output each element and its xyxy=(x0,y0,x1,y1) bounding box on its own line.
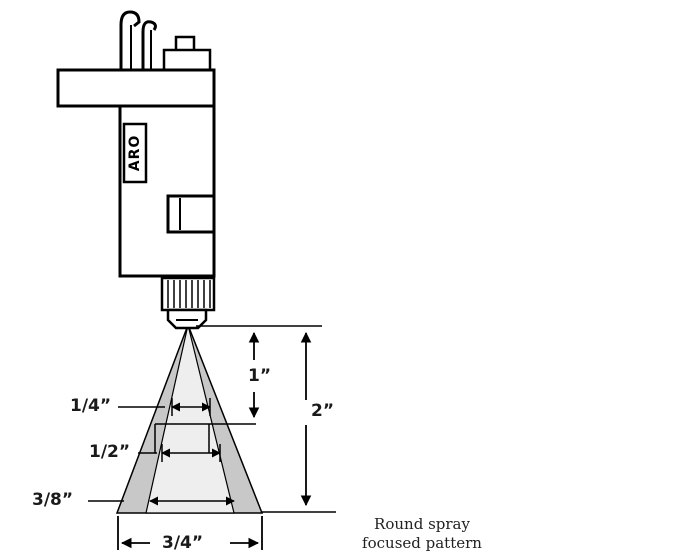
valve-body xyxy=(56,10,216,278)
label-three-quarter-inch: 3/4” xyxy=(162,533,204,553)
nozzle-knurl-lines xyxy=(167,280,211,308)
caption-line-1: Round spray xyxy=(374,515,470,533)
hose-right xyxy=(141,20,157,70)
brand-logo: ARO xyxy=(126,132,144,174)
spray-cone xyxy=(115,322,264,514)
brand-plate xyxy=(122,122,148,184)
reference-lines xyxy=(155,325,336,513)
label-two-inch: 2” xyxy=(311,401,335,421)
spray-inner-cone xyxy=(145,324,235,514)
nozzle xyxy=(160,276,216,330)
width-arrows xyxy=(88,398,235,506)
vertical-dimensions xyxy=(248,331,312,507)
three-quarter-dimension xyxy=(117,516,263,550)
hose-left xyxy=(119,10,141,70)
label-three-eighths-inch: 3/8” xyxy=(32,490,74,510)
brand-text: ARO xyxy=(127,134,143,172)
caption-line-2: focused pattern xyxy=(362,534,482,552)
label-quarter-inch: 1/4” xyxy=(70,396,112,416)
pattern-caption: Round spray focused pattern xyxy=(352,515,492,553)
body-notch xyxy=(166,194,216,234)
nozzle-knurl xyxy=(160,276,216,312)
label-one-inch: 1” xyxy=(248,366,272,386)
mounting-bar xyxy=(56,68,216,108)
label-half-inch: 1/2” xyxy=(89,442,131,462)
